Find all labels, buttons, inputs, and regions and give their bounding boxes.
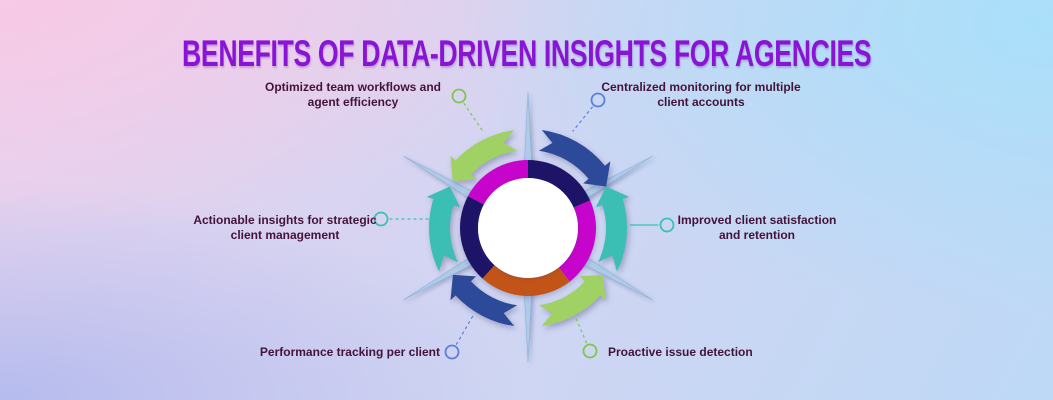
donut-segment — [528, 160, 591, 208]
arrow-northeast — [538, 129, 611, 187]
donut-segment — [467, 160, 528, 205]
connector-line — [572, 106, 593, 132]
arrow-ribbons-layer — [426, 129, 630, 327]
connector-dot — [373, 211, 389, 227]
connector-dot — [444, 344, 460, 360]
center-circle-layer — [478, 178, 578, 278]
needle-spoke — [523, 285, 533, 363]
connector-dot — [582, 343, 598, 359]
page-title: BENEFITS OF DATA-DRIVEN INSIGHTS FOR AGE… — [181, 32, 872, 74]
connector-dot — [451, 88, 467, 104]
label-actionable-insights: Actionable insights for strategic client… — [193, 213, 377, 242]
label-optimized-team-workflows: Optimized team workflows and agent effic… — [264, 80, 442, 109]
connector-line — [455, 313, 475, 345]
donut-segment — [460, 196, 495, 279]
arrow-southeast — [538, 274, 606, 327]
arrow-northwest — [450, 129, 518, 182]
label-centralized-monitoring: Centralized monitoring for multiple clie… — [601, 80, 801, 109]
label-improved-client-satisfaction: Improved client satisfaction and retenti… — [677, 213, 837, 242]
label-proactive-issue-detection: Proactive issue detection — [608, 345, 753, 359]
connector-dot — [659, 217, 675, 233]
donut-segment — [558, 200, 596, 282]
center-circle — [478, 178, 578, 278]
title-bar: BENEFITS OF DATA-DRIVEN INSIGHTS FOR AGE… — [0, 8, 1053, 100]
label-performance-tracking: Performance tracking per client — [259, 345, 440, 359]
arrow-southwest — [450, 274, 518, 327]
arrow-west — [426, 186, 461, 272]
connectors-layer — [373, 88, 675, 360]
arrow-east — [595, 186, 630, 272]
donut-segment — [482, 265, 570, 296]
connector-dot — [590, 92, 606, 108]
needle-spoke — [523, 91, 533, 171]
donut-ring — [460, 160, 596, 296]
connector-line — [574, 315, 588, 344]
